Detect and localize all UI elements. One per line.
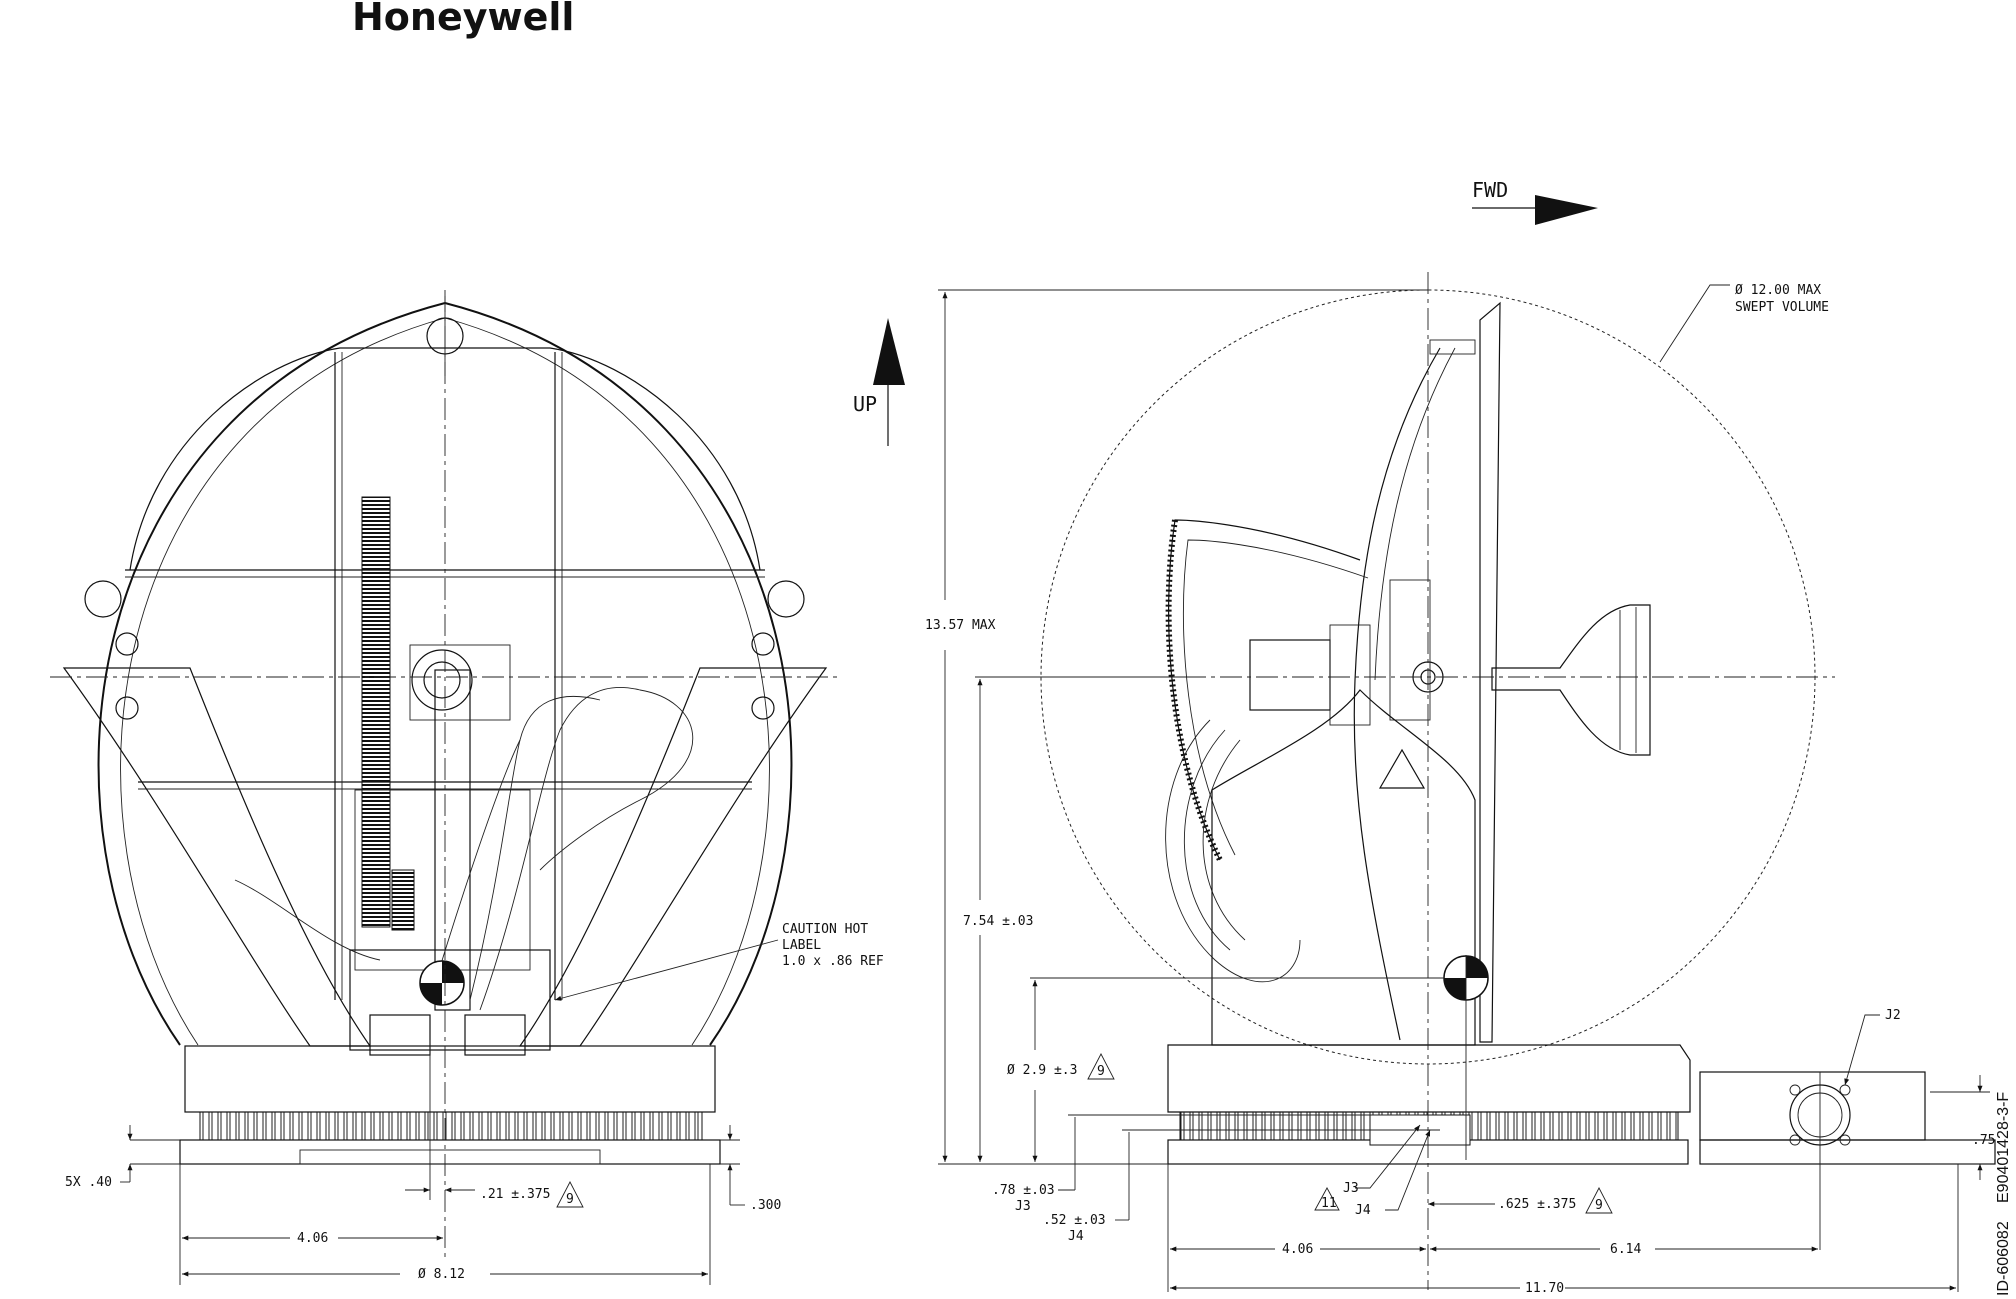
side-dim-11-70: 11.70	[1525, 1281, 1564, 1296]
swept-volume-line2: SWEPT VOLUME	[1735, 300, 1829, 315]
caution-label-line2: LABEL	[782, 938, 821, 953]
caution-label-line3: 1.0 x .86 REF	[782, 954, 884, 969]
side-dim-7-54: 7.54 ±.03	[963, 914, 1033, 929]
side-note-9a: 9	[1097, 1064, 1105, 1079]
front-dim-5x-40: 5X .40	[65, 1175, 112, 1190]
front-dim-300: .300	[750, 1198, 781, 1213]
brand-logo: Honeywell	[352, 0, 574, 39]
swept-volume-line1: Ø 12.00 MAX	[1735, 283, 1821, 298]
side-dim-75: .75	[1972, 1133, 1995, 1148]
side-label-j2: J2	[1885, 1008, 1901, 1023]
side-note-11: 11	[1321, 1196, 1337, 1211]
side-dim-625: .625 ±.375	[1498, 1197, 1576, 1212]
front-dim-dia-8-12: Ø 8.12	[418, 1267, 465, 1282]
side-dim-52: .52 ±.03	[1043, 1213, 1106, 1228]
front-view	[50, 290, 840, 1260]
doc-id-left: ID-606082	[1995, 1221, 2012, 1296]
front-note-9: 9	[566, 1192, 574, 1207]
caution-label-line1: CAUTION HOT	[782, 922, 868, 937]
doc-id-right: E90401428-3-F	[1995, 1092, 2012, 1203]
side-view	[1040, 272, 1995, 1290]
side-note-9b: 9	[1595, 1198, 1603, 1213]
forward-label: FWD	[1472, 178, 1508, 202]
front-dim-21: .21 ±.375	[480, 1187, 550, 1202]
front-dim-4-06: 4.06	[297, 1231, 328, 1246]
side-label-j4a: J4	[1068, 1229, 1084, 1244]
up-label: UP	[853, 392, 877, 416]
up-arrow-icon	[873, 318, 905, 446]
side-label-j3a: J3	[1015, 1199, 1031, 1214]
side-dim-78: .78 ±.03	[992, 1183, 1055, 1198]
side-dim-dia-2-9: Ø 2.9 ±.3	[1007, 1063, 1077, 1078]
side-dim-6-14: 6.14	[1610, 1242, 1641, 1257]
side-label-j4b: J4	[1355, 1203, 1371, 1218]
side-dim-13-57: 13.57 MAX	[925, 618, 996, 633]
side-dim-4-06: 4.06	[1282, 1242, 1313, 1257]
side-label-j3b: J3	[1343, 1181, 1359, 1196]
